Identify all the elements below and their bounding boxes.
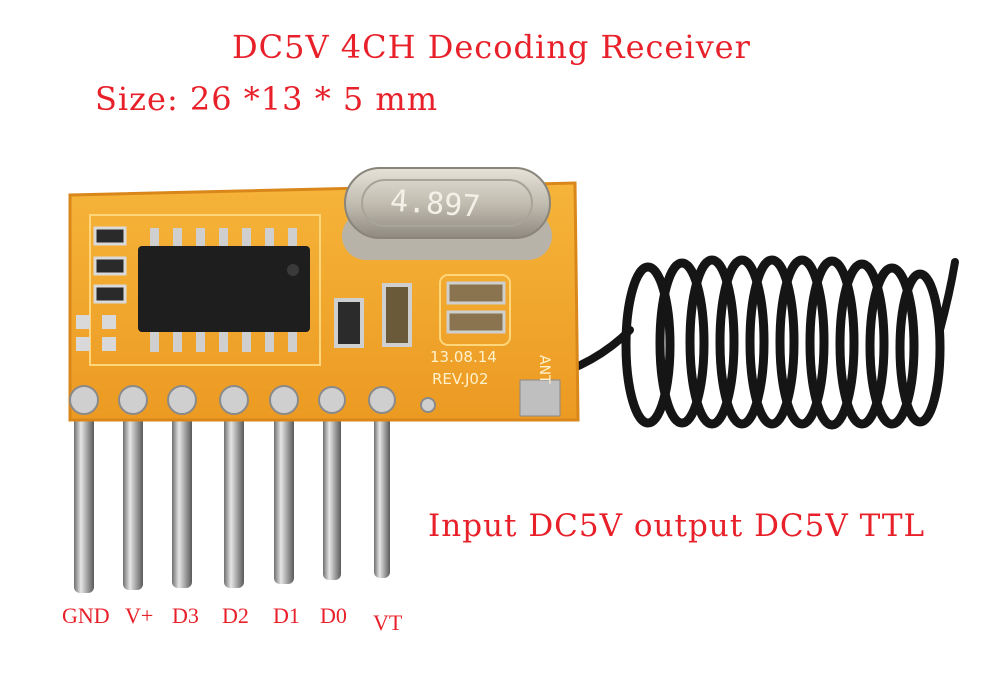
- crystal-marking: 4.897: [389, 184, 482, 225]
- header-pins: [74, 398, 390, 593]
- pin-d3: [172, 398, 192, 588]
- antenna-coil: [541, 255, 959, 430]
- pin-label-d1: D1: [273, 603, 300, 628]
- pin-label-d2: D2: [222, 603, 249, 628]
- pin-vt: [374, 398, 390, 578]
- pin-d2: [224, 398, 244, 588]
- revision-marking: REV.J02: [432, 370, 489, 388]
- pin-label-gnd: GND: [62, 603, 110, 628]
- product-size: Size: 26 *13 * 5 mm: [95, 80, 439, 118]
- pin-label-d3: D3: [172, 603, 199, 628]
- pin-vplus: [123, 398, 143, 590]
- smd-resistors: [76, 226, 127, 351]
- pin-label-vplus: V+: [125, 603, 154, 628]
- io-description: Input DC5V output DC5V TTL: [428, 508, 926, 544]
- pin-d0: [323, 398, 341, 580]
- pin-pads: [69, 385, 436, 415]
- pin-label-d0: D0: [320, 603, 347, 628]
- pcb-board: 4.897 13.08.14 REV.J02 ANT: [68, 167, 580, 422]
- crystal-oscillator: [342, 167, 552, 260]
- date-marking: 13.08.14: [430, 348, 497, 366]
- pin-d1: [274, 398, 294, 584]
- decoder-ic: [138, 228, 310, 352]
- product-title: DC5V 4CH Decoding Receiver: [232, 28, 751, 66]
- pin-label-vt: VT: [373, 610, 403, 635]
- antenna-pad: [519, 379, 561, 417]
- pin-gnd: [74, 398, 94, 593]
- antenna-marking: ANT: [536, 355, 552, 384]
- smd-capacitors: [334, 281, 506, 348]
